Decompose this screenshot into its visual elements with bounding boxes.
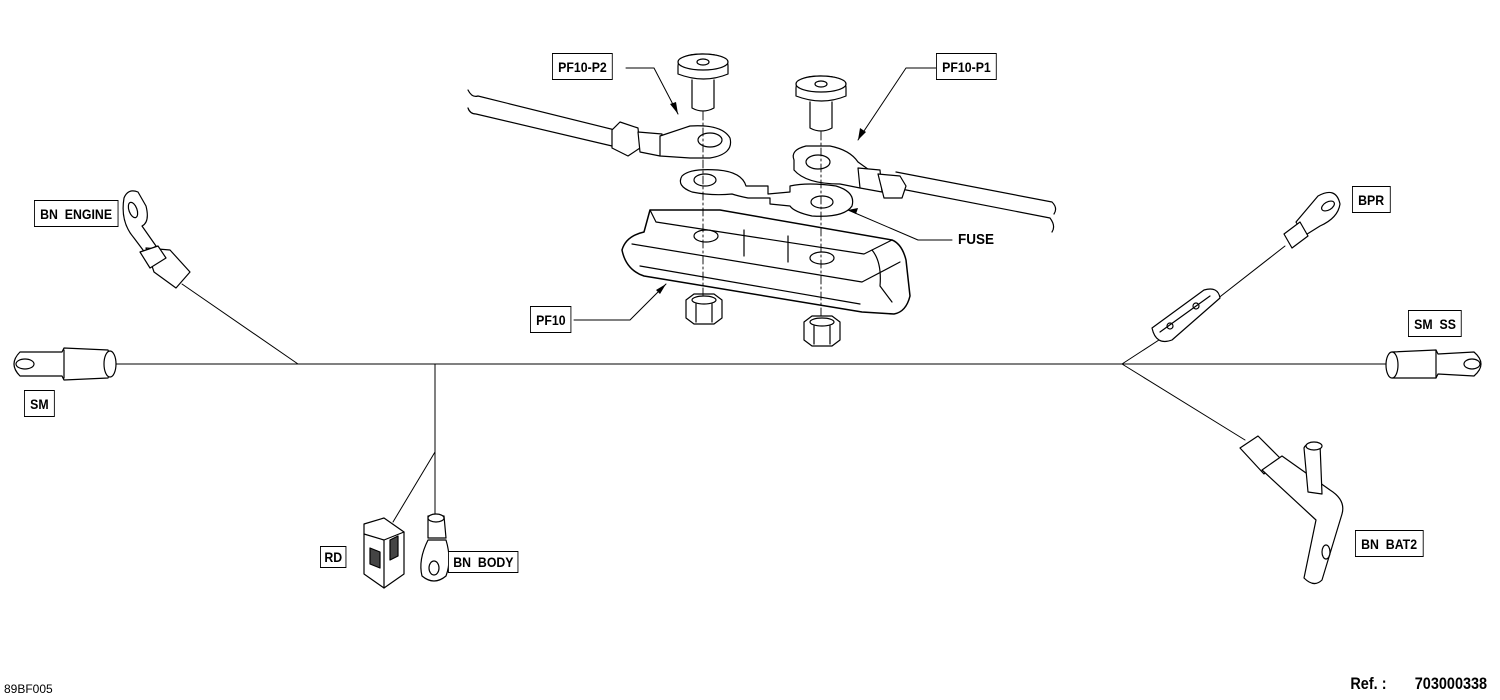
label-pf10: PF10 (530, 306, 572, 333)
sm-ring-terminal (13, 347, 117, 381)
assembly-axes (702, 111, 822, 319)
fuse-holder-body (621, 209, 911, 315)
leader-lines (573, 67, 953, 321)
screw-p1 (795, 75, 847, 132)
inline-fuse-holder (1151, 288, 1221, 343)
label-rd: RD (320, 546, 347, 568)
fuse-strip (679, 169, 854, 217)
sm-ss-ring-terminal (1385, 349, 1482, 379)
pf10-p2-ring-lug (611, 121, 732, 159)
bn-body-terminal (420, 513, 450, 582)
drawing-code: 89BF005 (4, 682, 53, 696)
screw-p2 (677, 53, 729, 112)
label-bn-engine: BN ENGINE (34, 200, 119, 227)
label-bn-bat2: BN BAT2 (1355, 530, 1424, 557)
bn-engine-terminal (122, 190, 191, 289)
label-sm: SM (24, 390, 55, 417)
label-bn-body: BN BODY (448, 551, 519, 573)
label-pf10-p2: PF10-P2 (552, 53, 613, 80)
rd-connector (363, 517, 405, 589)
nut-left (685, 293, 723, 325)
label-pf10-p1: PF10-P1 (936, 53, 997, 80)
fuse-cables (467, 89, 1057, 233)
bn-bat2-bracket (1239, 435, 1344, 585)
leader-arrowheads (656, 102, 866, 294)
harness-wires (114, 245, 1389, 523)
reference-number: 703000338 (1414, 674, 1488, 693)
bpr-ring-terminal (1283, 191, 1341, 249)
pf10-p1-ring-lug (792, 145, 907, 199)
reference-label: Ref. : (1350, 674, 1387, 693)
nut-right (803, 315, 841, 347)
label-fuse: FUSE (958, 231, 995, 248)
label-sm-ss: SM SS (1408, 310, 1463, 337)
label-bpr: BPR (1352, 186, 1391, 213)
